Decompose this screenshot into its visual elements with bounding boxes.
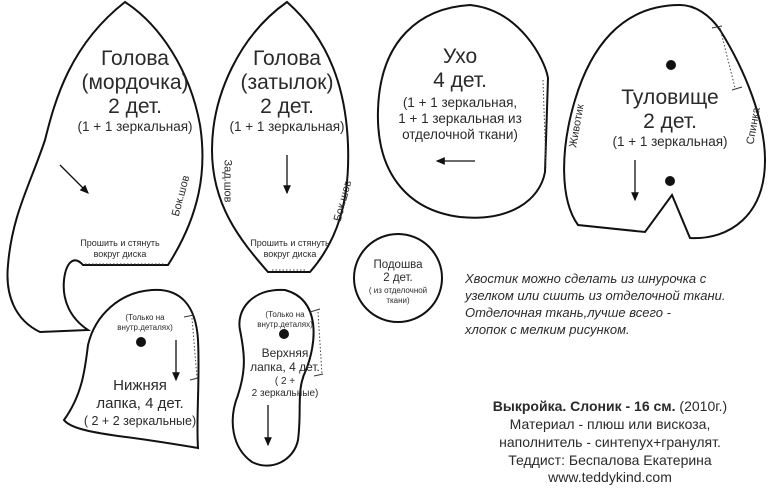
placement-dot-icon xyxy=(666,60,676,70)
tail-note-line-2: узелком или сшить из отделочной ткани. xyxy=(465,288,726,303)
sole-outline xyxy=(353,233,443,323)
stitch-line-icon xyxy=(191,317,198,379)
sole-note-1: ( из отделочной xyxy=(368,286,428,295)
body-title: Туловище xyxy=(621,86,719,109)
pattern-title: Выкройка. Слоник - 16 см. xyxy=(492,398,676,414)
placement-dot-icon xyxy=(665,176,675,186)
head-back-count: 2 дет. xyxy=(260,95,314,118)
upper-paw-note-2: 2 зеркальные) xyxy=(251,388,319,399)
head-back-seam-back: Зад.шов xyxy=(221,159,234,203)
ear-note-3: отделочной ткани) xyxy=(402,127,518,142)
grain-arrow-icon xyxy=(59,164,89,194)
tail-note-line-1: Хвостик можно сделать из шнурочка с xyxy=(465,271,707,286)
lower-paw-outline xyxy=(62,288,200,450)
body-count: 2 дет. xyxy=(643,110,697,133)
upper-paw-outline xyxy=(231,288,315,467)
placement-dot-icon xyxy=(136,337,146,347)
ear-title: Ухо xyxy=(442,45,478,68)
ear-outline xyxy=(376,3,550,219)
head-back-stitch-2: вокруг диска xyxy=(263,249,317,259)
body-note: (1 + 1 зеркальная) xyxy=(612,134,728,149)
head-face-outline xyxy=(6,0,204,334)
head-back-title: Голова xyxy=(253,47,321,70)
head-face-note: (1 + 1 зеркальная) xyxy=(77,119,193,134)
head-back-note: (1 + 1 зеркальная) xyxy=(229,119,345,134)
head-face-count: 2 дет. xyxy=(108,95,162,118)
tail-note-line-4: хлопок с мелким рисунком. xyxy=(465,322,630,337)
upper-paw-title: Верхняя xyxy=(261,346,309,360)
stitch-line-icon xyxy=(317,311,323,376)
body-outline xyxy=(563,3,767,240)
lower-paw-count: лапка, 4 дет. xyxy=(96,395,184,412)
sole-count: 2 дет. xyxy=(383,272,413,284)
upper-paw-note-1: ( 2 + xyxy=(274,376,296,387)
credits-filler: наполнитель - синтепух+гранулят. xyxy=(499,434,721,450)
tail-note-line-3: Отделочная ткань,лучше всего - xyxy=(465,305,671,320)
head-back-outline xyxy=(210,0,350,273)
upper-paw-count: лапка, 4 дет. xyxy=(250,360,320,374)
credits-website[interactable]: www.teddykind.com xyxy=(548,469,672,485)
head-back-stitch-1: Прошить и стянуть xyxy=(250,238,330,248)
sole-title: Подошва xyxy=(373,259,423,271)
head-back-subtitle: (затылок) xyxy=(240,71,334,94)
credits-material: Материал - плюш или вискоза, xyxy=(509,416,711,432)
credits-author: Теддист: Беспалова Екатерина xyxy=(508,452,712,468)
lower-paw-title: Нижняя xyxy=(113,377,167,394)
ear-note-1: (1 + 1 зеркальная, xyxy=(402,95,518,110)
upper-paw-hint-1: (Только на xyxy=(265,310,305,319)
ear-count: 4 дет. xyxy=(433,69,487,92)
lower-paw-hint-1: (Только на xyxy=(125,313,165,322)
head-face-stitch-1: Прошить и стянуть xyxy=(80,238,160,248)
head-face-subtitle: (мордочка) xyxy=(81,71,189,94)
lower-paw-note: ( 2 + 2 зеркальные) xyxy=(83,414,197,428)
stitch-line-icon xyxy=(542,79,547,169)
lower-paw-hint-2: внутр.деталях) xyxy=(117,323,173,332)
head-face-title: Голова xyxy=(101,47,169,70)
stitch-line-icon xyxy=(719,27,736,89)
upper-paw-hint-2: внутр.деталях) xyxy=(257,320,313,329)
head-face-stitch-2: вокруг диска xyxy=(93,249,147,259)
placement-dot-icon xyxy=(279,329,289,339)
pattern-year: (2010г.) xyxy=(675,398,728,414)
ear-note-2: 1 + 1 зеркальная из xyxy=(398,111,522,126)
sole-note-2: ткани) xyxy=(386,296,410,305)
credits-title: Выкройка. Слоник - 16 см. (2010г.) xyxy=(455,398,765,415)
